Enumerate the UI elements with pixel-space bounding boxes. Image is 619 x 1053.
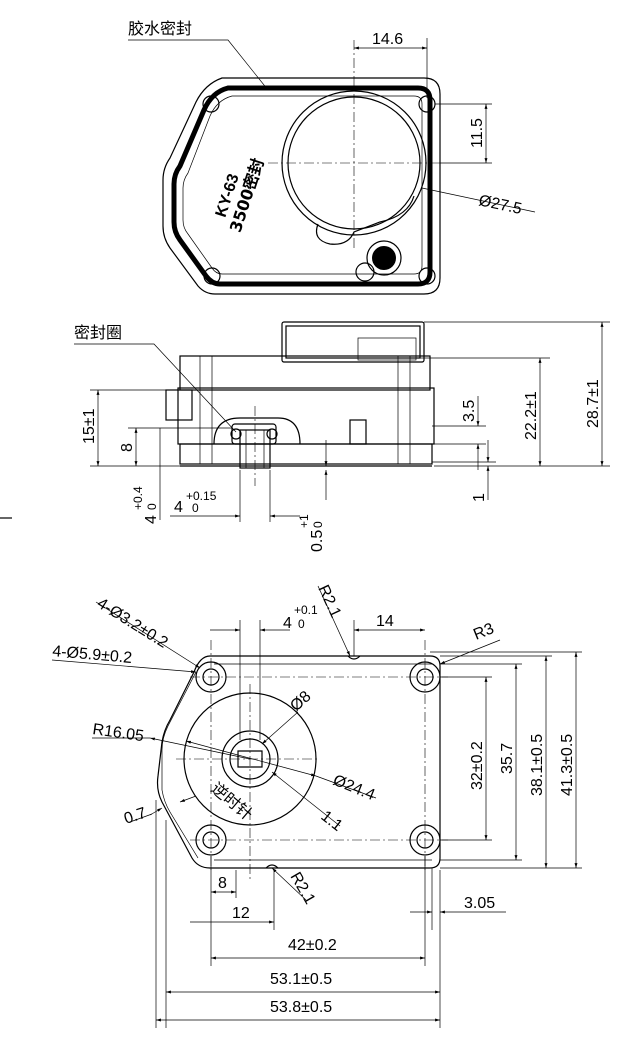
seal-ring-callout: 密封圈 — [74, 323, 237, 433]
dim-41-3: 41.3±0.5 — [559, 734, 576, 796]
top-view: KY-63 3500密封 — [162, 40, 441, 295]
dim-14: 14 — [376, 613, 394, 630]
dim-53-1: 53.1±0.5 — [270, 971, 332, 988]
dim-12: 12 — [232, 905, 250, 922]
dim-4-32: 4-Ø3.2±0.2 — [94, 595, 171, 652]
dim-r21b: R2.1 — [287, 870, 319, 908]
svg-text:+0.15: +0.15 — [186, 489, 217, 503]
dim-32: 32±0.2 — [469, 741, 486, 790]
dial-text: 逆时针 — [207, 779, 256, 824]
svg-text:0: 0 — [298, 617, 305, 631]
bottom-view: 逆时针 — [156, 640, 448, 880]
dim-1: 1 — [471, 493, 488, 502]
dim-r3: R3 — [471, 620, 496, 643]
dim-14-6: 14.6 — [372, 31, 403, 48]
svg-text:0: 0 — [145, 503, 159, 510]
dim-53-8: 53.8±0.5 — [270, 999, 332, 1016]
side-view — [165, 321, 435, 486]
top-view-dims: 14.6 11.5 Ø27.5 — [354, 31, 536, 218]
dim-r21a: R2.1 — [314, 583, 344, 621]
svg-text:0: 0 — [311, 521, 325, 528]
dim-dia24: Ø24.4 — [331, 772, 378, 804]
dim-11-5: 11.5 — [469, 118, 486, 148]
svg-text:0: 0 — [192, 501, 199, 515]
dim-0-7: 0.7 — [122, 805, 149, 828]
dim-dia8: Ø8 — [287, 688, 314, 715]
dim-3-5: 3.5 — [461, 400, 478, 422]
dim-4-59: 4-Ø5.9±0.2 — [52, 643, 133, 667]
dim-38-1: 38.1±0.5 — [529, 734, 546, 796]
dim-05: 0.5 — [309, 530, 326, 552]
side-view-dims: 15±1 8 4 +0.4 0 4 +0.15 0 0.5 +1 0 3.5 2… — [0, 321, 610, 552]
svg-text:+1: +1 — [297, 514, 311, 528]
dim-15: 15±1 — [81, 408, 98, 444]
glue-seal-label: 胶水密封 — [128, 19, 192, 38]
dim-28-7: 28.7±1 — [585, 379, 602, 428]
glue-seal-callout: 胶水密封 — [128, 19, 269, 91]
dim-8a: 8 — [119, 443, 136, 452]
dim-42: 42±0.2 — [288, 937, 337, 954]
dim-dia27-5: Ø27.5 — [477, 192, 523, 218]
svg-text:+0.4: +0.4 — [131, 486, 145, 510]
dim-4c: 4 — [283, 615, 292, 632]
seal-ring-label: 密封圈 — [74, 323, 122, 342]
dim-4a: 4 — [143, 515, 160, 524]
dim-4b: 4 — [174, 499, 183, 516]
dim-35-7: 35.7 — [499, 743, 516, 774]
svg-text:+0.1: +0.1 — [294, 603, 318, 617]
dim-r16: R16.05 — [91, 721, 145, 745]
dim-3-05: 3.05 — [464, 895, 495, 912]
bottom-view-dims: 4-Ø3.2±0.2 4-Ø5.9±0.2 R2.1 4 +0.1 0 14 R… — [52, 583, 582, 1028]
dim-22-2: 22.2±1 — [523, 391, 540, 440]
dim-8b: 8 — [218, 875, 227, 892]
